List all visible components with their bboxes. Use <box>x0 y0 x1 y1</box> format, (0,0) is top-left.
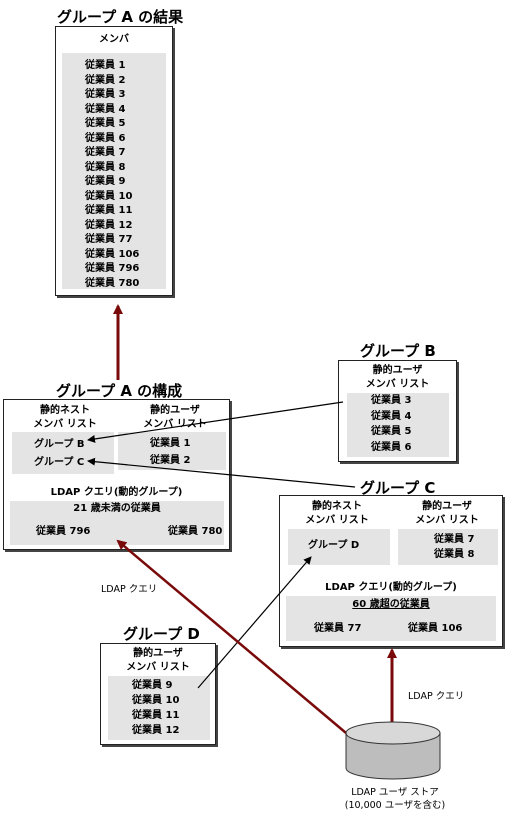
member-item: 従業員 1 <box>85 60 126 71</box>
group-b-title: グループ B <box>360 342 436 360</box>
group-c-to-config-a-arrow <box>87 457 356 488</box>
nested-group-item: グループ C <box>34 457 85 468</box>
group-c-static-users-panel: 従業員 7 従業員 8 <box>398 529 498 565</box>
ldap-store-label: LDAP ユーザ ストア (10,000 ユーザを含む) <box>344 787 446 811</box>
group-c-static-nest-header: 静的ネストメンバ リスト <box>305 501 369 526</box>
member-item: 従業員 796 <box>85 263 140 274</box>
member-item: 従業員 2 <box>85 74 126 86</box>
static-user-item: 従業員 7 <box>434 534 475 545</box>
group-c-ldap-panel: 60 歳超の従業員 従業員 77 従業員 106 <box>286 596 496 641</box>
config-a-static-nest-header: 静的ネストメンバ リスト <box>33 405 97 430</box>
group-c-ldap-query: 60 歳超の従業員 <box>352 599 430 610</box>
group-d-to-group-c-arrow <box>197 556 312 689</box>
config-a-nested-groups-list: グループ B グループ C <box>34 436 85 472</box>
member-item: 従業員 9 <box>132 680 173 691</box>
group-c-ldap-result-1: 従業員 77 <box>314 623 362 634</box>
ldap-store-database-icon <box>345 721 441 780</box>
member-item: 従業員 6 <box>85 132 126 144</box>
config-a-box: 静的ネストメンバ リスト 静的ユーザメンバ リスト グループ B グループ C 従… <box>3 399 230 550</box>
nested-group-item: グループ D <box>308 540 360 551</box>
ldap-query-label-a: LDAP クエリ <box>101 584 158 595</box>
result-a-title: グループ A の結果 <box>57 8 184 26</box>
config-a-static-users-list: 従業員 1 従業員 2 <box>150 435 190 469</box>
group-b-members-panel: 従業員 3 従業員 4 従業員 5 従業員 6 <box>347 393 449 457</box>
result-a-members-header: メンバ <box>99 34 129 45</box>
group-d-members-panel: 従業員 9 従業員 10 従業員 11 従業員 12 <box>108 676 210 740</box>
config-a-ldap-header: LDAP クエリ(動的グループ) <box>50 487 183 498</box>
result-a-members-panel: 従業員 1 従業員 2 従業員 3 従業員 4 従業員 5 従業員 6 従業員 7 従業員 8… <box>62 53 166 289</box>
member-item: 従業員 3 <box>371 395 412 406</box>
group-c-title: グループ C <box>360 479 436 497</box>
group-c-ldap-result-2: 従業員 106 <box>408 623 463 634</box>
group-d-header: 静的ユーザメンバ リスト <box>126 648 190 673</box>
group-c-static-users-list: 従業員 7 従業員 8 <box>434 532 474 562</box>
config-a-ldap-panel: 21 歳未満の従業員 従業員 796 従業員 780 <box>10 501 224 545</box>
group-b-to-config-a-arrow <box>87 401 344 443</box>
result-a-members-list: 従業員 1 従業員 2 従業員 3 従業員 4 従業員 5 従業員 6 従業員 7 従業員 8… <box>85 59 139 291</box>
config-a-ldap-result-2: 従業員 780 <box>168 526 223 537</box>
group-c-ldap-header: LDAP クエリ(動的グループ) <box>325 582 457 593</box>
config-a-ldap-query: 21 歳未満の従業員 <box>73 503 161 514</box>
member-item: 従業員 12 <box>132 725 180 736</box>
group-d-title: グループ D <box>123 625 200 643</box>
member-item: 従業員 5 <box>85 118 126 129</box>
member-item: 従業員 11 <box>132 710 180 721</box>
static-user-item: 従業員 8 <box>434 549 475 560</box>
member-item: 従業員 4 <box>371 410 412 422</box>
group-b-header: 静的ユーザメンバ リスト <box>365 365 430 390</box>
member-item: 従業員 9 <box>85 176 126 187</box>
member-item: 従業員 8 <box>85 161 126 173</box>
config-a-title: グループ A の構成 <box>56 382 183 400</box>
config-a-static-user-header: 静的ユーザメンバ リスト <box>143 405 207 430</box>
member-item: 従業員 10 <box>85 190 133 202</box>
group-d-box: 静的ユーザメンバ リスト 従業員 9 従業員 10 従業員 11 従業員 12 <box>100 643 216 745</box>
nested-group-item: グループ B <box>34 439 85 450</box>
member-item: 従業員 5 <box>371 426 412 437</box>
group-c-static-user-header: 静的ユーザメンバ リスト <box>415 501 479 526</box>
member-item: 従業員 10 <box>132 695 180 706</box>
member-item: 従業員 11 <box>85 205 133 216</box>
member-item: 従業員 12 <box>85 219 133 231</box>
member-item: 従業員 106 <box>85 248 140 260</box>
member-item: 従業員 6 <box>371 441 412 453</box>
group-b-members-list: 従業員 3 従業員 4 従業員 5 従業員 6 <box>371 393 411 455</box>
ldap-store-to-config-a-arrow <box>116 539 353 739</box>
static-user-item: 従業員 2 <box>150 455 191 466</box>
member-item: 従業員 77 <box>85 234 133 245</box>
static-user-item: 従業員 1 <box>150 438 191 449</box>
group-b-box: 静的ユーザメンバ リスト 従業員 3 従業員 4 従業員 5 従業員 6 <box>338 360 457 462</box>
config-a-static-users-panel: 従業員 1 従業員 2 <box>118 432 226 470</box>
group-d-members-list: 従業員 9 従業員 10 従業員 11 従業員 12 <box>132 678 179 738</box>
ldap-query-label-c: LDAP クエリ <box>408 691 465 702</box>
member-item: 従業員 780 <box>85 277 140 289</box>
group-c-nested-groups-list: グループ D <box>308 539 359 554</box>
member-item: 従業員 7 <box>85 147 126 158</box>
config-a-ldap-result-1: 従業員 796 <box>36 526 91 537</box>
member-item: 従業員 4 <box>85 103 126 115</box>
member-item: 従業員 3 <box>85 89 126 100</box>
